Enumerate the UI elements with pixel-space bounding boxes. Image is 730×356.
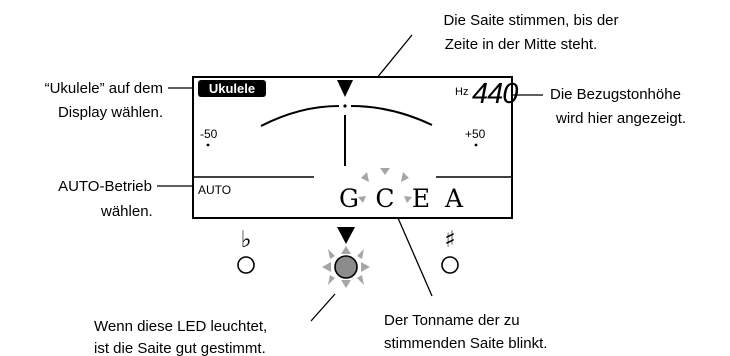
caption-left-top: “Ukulele” auf dem Display wählen. [45, 80, 163, 121]
in-tune-led [334, 255, 358, 279]
note-names: G C E A [339, 184, 464, 213]
lcd-display-frame [192, 76, 513, 219]
meter-arc-right [350, 105, 433, 126]
meter-arc-left [260, 105, 340, 127]
scale-min-dot [206, 143, 210, 147]
note-name-blinking: C [375, 184, 394, 213]
caption-right-top: Die Bezugstonhöhe wird hier angezeigt. [550, 86, 686, 127]
caption-bottom-left-line-2: ist die Saite gut gestimmt. [94, 340, 266, 356]
caption-bottom-left: Wenn diese LED leuchtet, ist die Saite g… [94, 318, 267, 356]
led-glow-burst-icon [322, 246, 370, 288]
flat-led [237, 256, 255, 274]
sharp-led [441, 256, 459, 274]
caption-right-top-line-2: wird hier angezeigt. [555, 110, 686, 127]
leader-bottom-left [310, 293, 336, 322]
ukulele-mode-badge: Ukulele [198, 80, 266, 97]
leader-bottom-right [397, 217, 433, 297]
center-dot [343, 104, 347, 108]
caption-bottom-right: Der Tonname der zu stimmenden Saite blin… [384, 312, 547, 352]
note-name: G [339, 184, 359, 213]
note-blink-burst-icon [358, 168, 412, 203]
reference-pitch-value: 440 [472, 78, 518, 110]
sharp-symbol: ♯ [444, 226, 455, 253]
caption-top-center-line-1: Die Saite stimmen, bis der [443, 12, 618, 29]
scale-max-dot [474, 143, 478, 147]
caption-top-center: Die Saite stimmen, bis der Zeite in der … [443, 12, 618, 53]
caption-right-top-line-1: Die Bezugstonhöhe [550, 86, 681, 103]
caption-left-top-line-2: Display wählen. [58, 104, 163, 121]
ukulele-badge-label: Ukulele [209, 81, 255, 96]
caption-left-mid-line-1: AUTO-Betrieb [58, 178, 152, 195]
in-tune-arrow-icon [337, 227, 355, 244]
caption-left-mid: AUTO-Betrieb wählen. [58, 178, 153, 220]
note-name: A [444, 184, 464, 213]
scale-min-label: -50 [200, 127, 218, 141]
auto-mode-label: AUTO [198, 183, 231, 197]
caption-left-mid-line-2: wählen. [100, 203, 153, 220]
caption-bottom-right-line-2: stimmenden Saite blinkt. [384, 335, 547, 352]
caption-top-center-line-2: Zeite in der Mitte steht. [445, 36, 598, 53]
note-name: E [412, 184, 430, 213]
scale-max-label: +50 [465, 127, 486, 141]
caption-bottom-right-line-1: Der Tonname der zu [384, 312, 520, 329]
center-pointer-icon [337, 80, 353, 97]
caption-bottom-left-line-1: Wenn diese LED leuchtet, [94, 318, 267, 335]
flat-symbol: ♭ [241, 226, 252, 253]
hz-unit-label: Hz [455, 86, 468, 98]
caption-left-top-line-1: “Ukulele” auf dem [45, 80, 163, 97]
reference-pitch-readout: 440 [472, 78, 519, 110]
